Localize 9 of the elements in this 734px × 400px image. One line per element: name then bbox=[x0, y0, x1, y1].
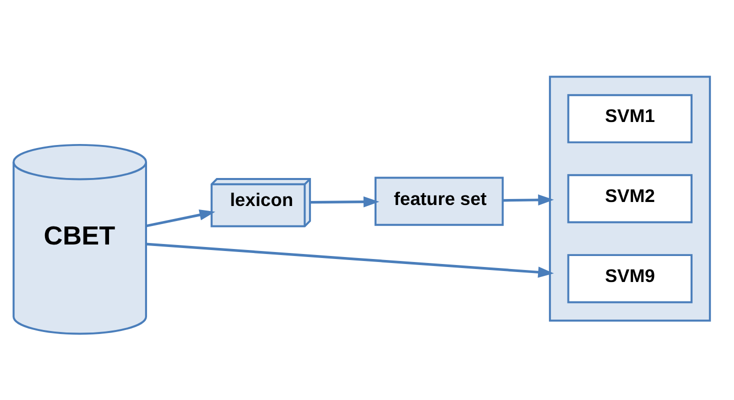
arrow bbox=[503, 194, 554, 206]
cluster bbox=[548, 76, 711, 322]
node-box: SVM9 bbox=[567, 254, 693, 304]
node-box: feature set bbox=[374, 176, 504, 226]
node-box: SVM1 bbox=[567, 94, 693, 144]
arrow bbox=[310, 196, 380, 208]
arrow bbox=[146, 210, 216, 228]
node-box: SVM2 bbox=[567, 174, 693, 224]
arrow bbox=[146, 242, 554, 278]
